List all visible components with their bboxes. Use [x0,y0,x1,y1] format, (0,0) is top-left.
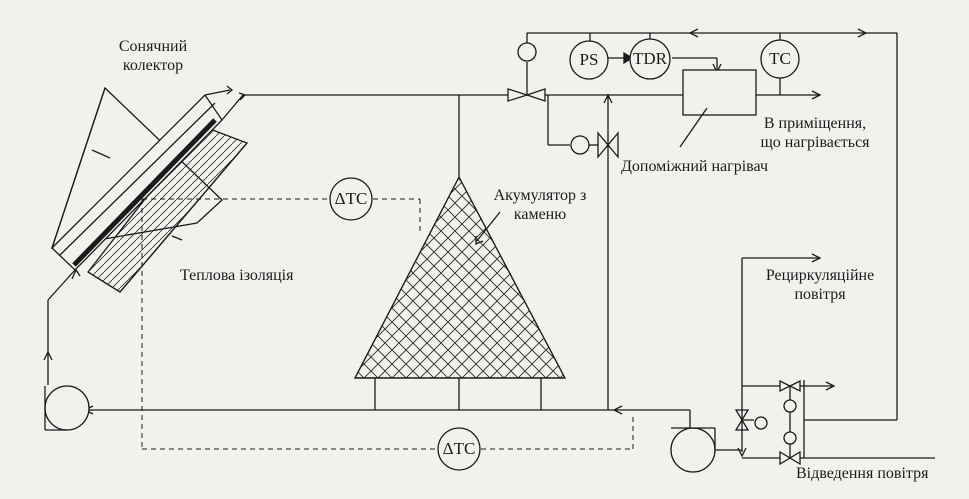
ps-instrument [569,40,609,80]
tdr-instrument [629,38,671,80]
ps-label: PS [579,50,599,69]
recirculated-air-label-line2: повітря [794,286,846,303]
insulation-label: Теплова ізоляція [180,267,294,284]
collector-label-line2: колектор [122,57,184,74]
aux-heater-label: Допоміжний нагрівач [621,158,769,175]
recirculated-air-label-line1: Рециркуляційне [765,267,875,284]
dtc-upper-instrument [329,177,373,221]
dtc-signal-lines [141,198,634,450]
dtc-lower-instrument [437,427,481,471]
recirculated-air-label: Рециркуляційне повітря [745,266,895,304]
dtc-upper-label: ΔTC [334,189,368,208]
recirculation-valves [715,253,935,466]
aux-heater-box [682,69,757,116]
heated-space-label-line1: В приміщення, [763,115,867,132]
storage-label-line2: каменю [513,206,567,223]
exhaust-air-label: Відведення повітря [796,465,929,482]
storage-label: Акумулятор з каменю [490,186,590,224]
fan-collector [44,385,90,431]
damper-aux [597,131,609,159]
collector-label-line1: Сонячний [118,38,188,55]
dtc-lower-label: ΔTC [442,439,476,458]
rock-storage [353,175,567,410]
fan-supply [670,427,716,473]
absorber-plate [72,118,217,267]
heated-space-label: В приміщення, що нагрівається [750,114,880,152]
heated-space-label-line2: що нагрівається [760,134,870,151]
hot-air-duct [243,90,822,177]
storage-label-line1: Акумулятор з [493,187,587,204]
tc-label: TC [769,49,791,68]
control-loop [526,28,898,421]
return-duct [43,268,691,428]
tdr-label: TDR [633,49,667,68]
tc-instrument [760,39,800,79]
motorized-damper [507,42,619,159]
aux-heater-pointer [679,107,708,148]
collector-label: Сонячний колектор [108,37,198,75]
solar-collector [51,85,249,293]
